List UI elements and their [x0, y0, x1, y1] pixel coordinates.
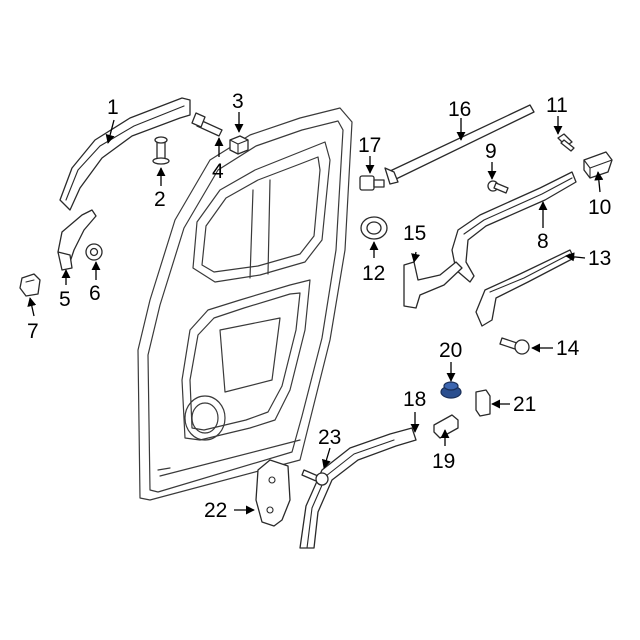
part-screw-11: [557, 133, 575, 152]
part-small-bracket-19: [433, 414, 459, 439]
callout-23: 23: [318, 426, 341, 449]
part-nut-6: [85, 243, 103, 261]
part-pin-bolt: [152, 136, 170, 165]
door-panel: [137, 107, 353, 501]
callout-20: 20: [439, 339, 462, 362]
part-grommet: [360, 216, 388, 240]
part-angle-bracket: [403, 261, 463, 309]
part-bolt-4: [191, 112, 223, 137]
callout-12: 12: [362, 262, 385, 285]
callout-15: 15: [403, 222, 426, 245]
callout-8: 8: [537, 230, 549, 253]
callout-21: 21: [513, 393, 536, 416]
callout-1: 1: [107, 96, 119, 119]
callout-14: 14: [556, 337, 580, 360]
part-hinge-bracket: [57, 209, 97, 271]
callout-4: 4: [212, 160, 224, 183]
callout-3: 3: [232, 90, 244, 113]
callout-10: 10: [588, 196, 611, 219]
callout-2: 2: [154, 188, 166, 211]
callout-6: 6: [89, 282, 101, 305]
callout-labels: 1 2 3 4 5 6 7 16 11 10 9 8 13 14 15 17 1…: [27, 90, 611, 522]
callout-7: 7: [27, 320, 39, 343]
leader-lines: [27, 112, 604, 515]
callout-22: 22: [204, 499, 227, 522]
callout-11: 11: [546, 94, 568, 117]
part-clip-7: [19, 273, 41, 297]
part-lower-trim-channel: [475, 249, 575, 327]
callout-16: 16: [448, 98, 471, 121]
callout-18: 18: [403, 388, 426, 411]
callout-5: 5: [59, 288, 71, 311]
part-end-clip: [583, 151, 613, 179]
part-clip-nut: [229, 135, 249, 155]
part-flange-bolt: [359, 175, 385, 191]
part-highlighted-nut: [440, 381, 462, 399]
part-clip-21: [475, 389, 491, 417]
part-long-top-rail: [384, 104, 535, 185]
part-bolt-14: [499, 337, 530, 355]
callout-9: 9: [485, 140, 497, 163]
part-upper-frame-rail: [59, 97, 191, 211]
part-bolt-23: [301, 469, 329, 486]
callout-19: 19: [432, 450, 455, 473]
callout-17: 17: [358, 134, 381, 157]
part-bolt-9: [487, 180, 509, 194]
part-door-hinge: [255, 459, 291, 527]
callout-13: 13: [588, 247, 611, 270]
